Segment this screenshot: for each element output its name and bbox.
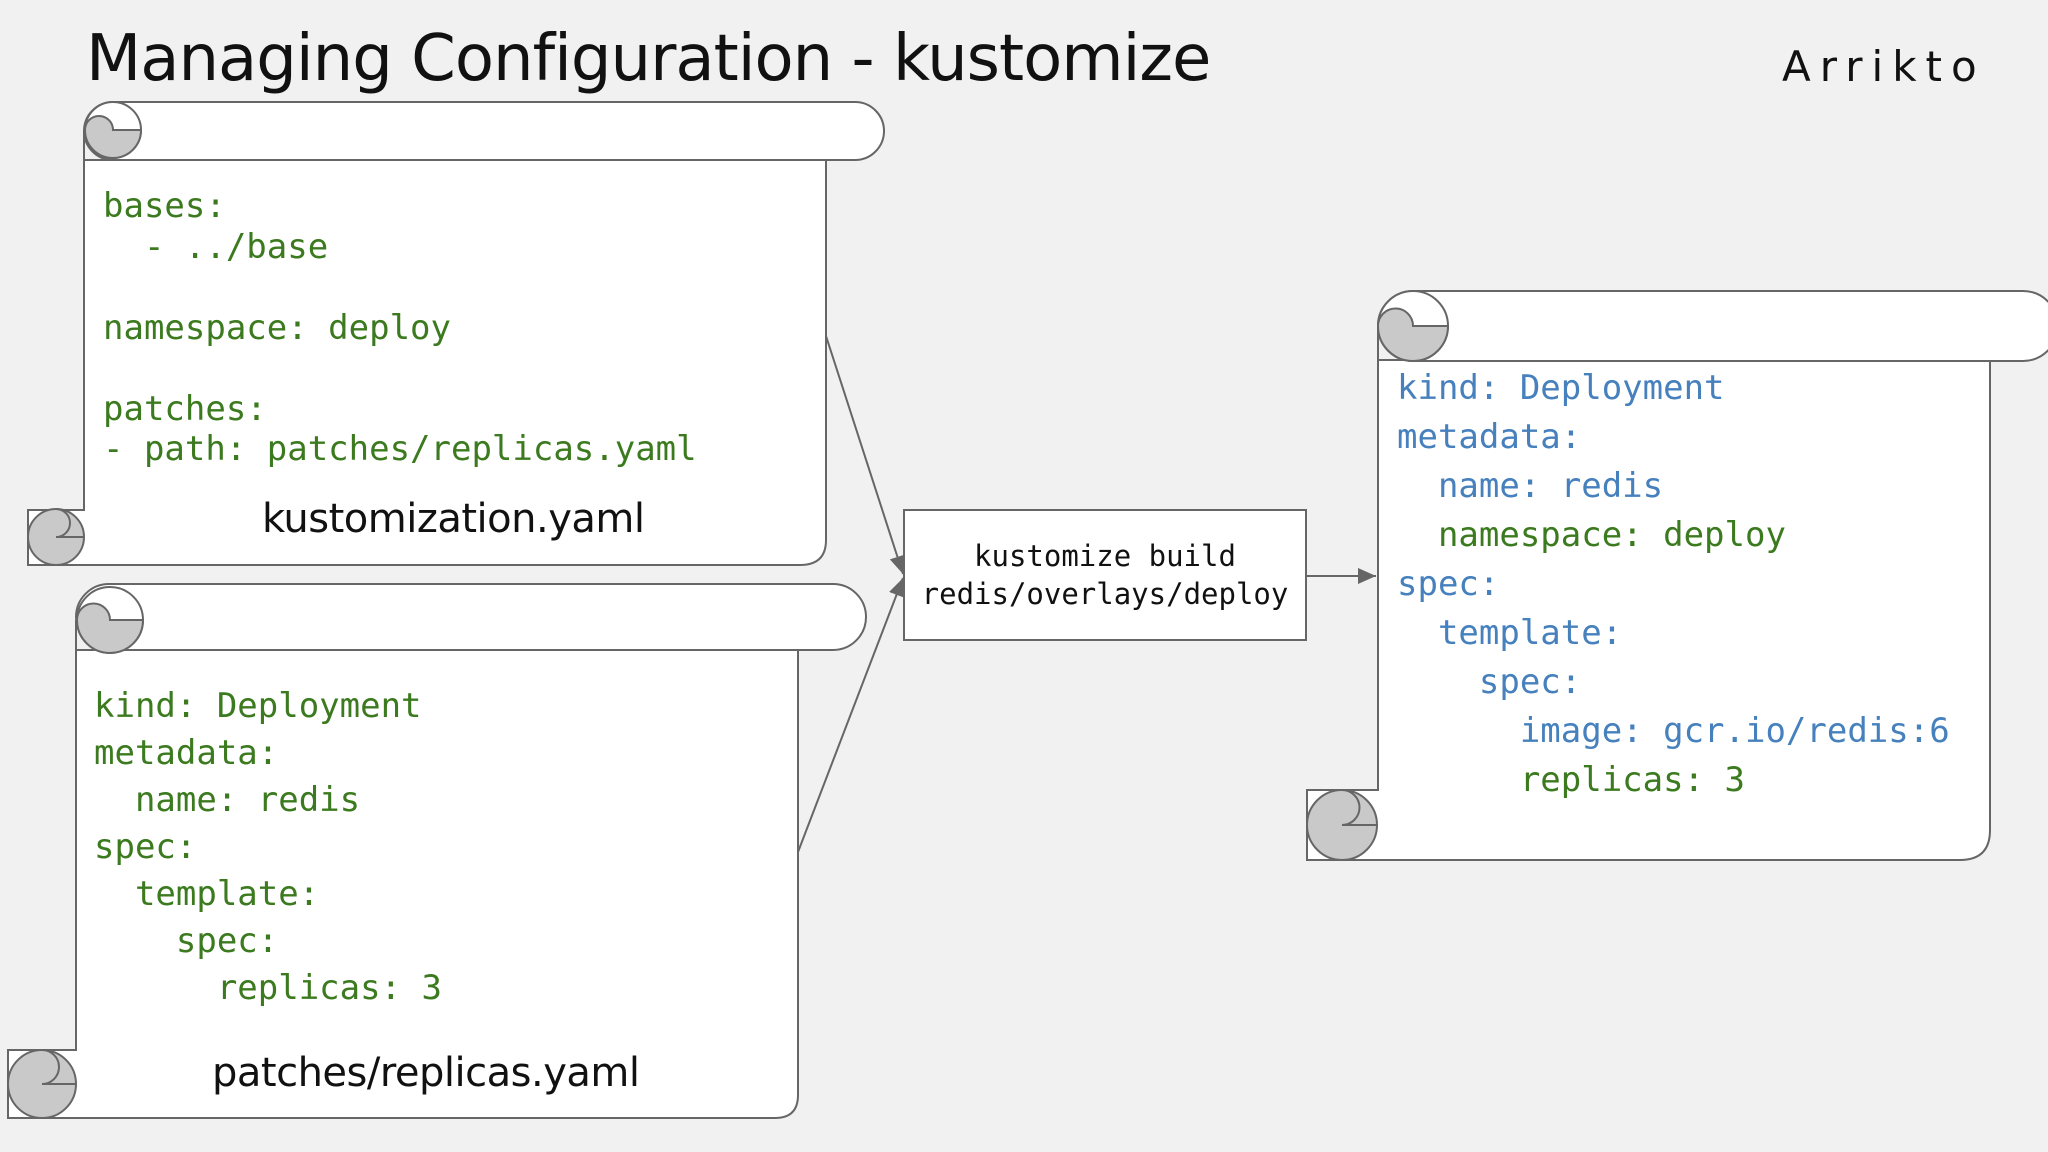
output-code-head: kind: Deployment metadata: name: redis: [1397, 368, 1725, 506]
output-code-spec: spec: template: spec: image: gcr.io/redi…: [1397, 564, 1950, 751]
kustomization-scroll-shape: [27, 101, 885, 566]
build-command-line-2: redis/overlays/deploy: [921, 577, 1289, 611]
output-code-namespace: namespace: deploy: [1437, 515, 1786, 555]
output-scroll-shape: [1306, 290, 2048, 861]
kustomization-caption: kustomization.yaml: [262, 496, 645, 542]
patch-code: kind: Deployment metadata: name: redis s…: [94, 686, 442, 1008]
patch-caption: patches/replicas.yaml: [212, 1050, 640, 1096]
kustomization-code: bases: - ../base namespace: deploy patch…: [103, 186, 697, 469]
build-command-line-1: kustomize build: [974, 539, 1236, 573]
kustomization-to-build-arrow: [825, 335, 906, 575]
output-code-replicas: replicas: 3: [1397, 760, 1745, 800]
patch-scroll-shape: [7, 583, 867, 1119]
build-command-box: [903, 509, 1307, 641]
arrikto-logo: Arrikto: [1782, 42, 1986, 91]
output-code: kind: Deployment metadata: name: redis n…: [1397, 364, 1950, 805]
build-command-text: kustomize build redis/overlays/deploy: [904, 510, 1306, 640]
slide-title: Managing Configuration - kustomize: [86, 22, 1211, 96]
patch-to-build-arrow: [797, 577, 905, 853]
